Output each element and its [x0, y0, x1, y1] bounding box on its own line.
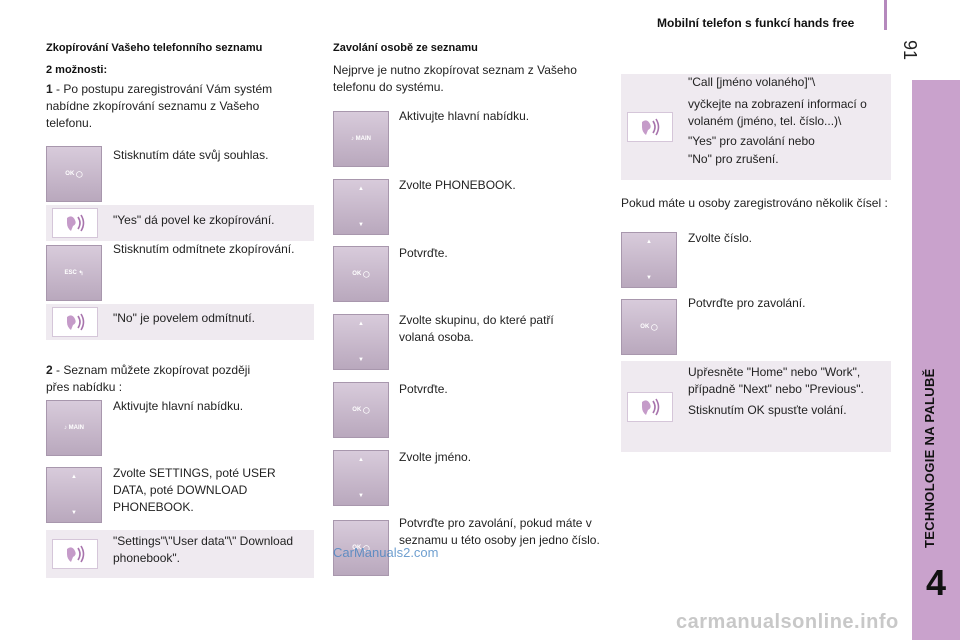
watermark-site: carmanualsonline.info: [676, 611, 899, 633]
step-main-menu: Aktivujte hlavní nabídku.: [113, 399, 244, 413]
header-divider: [884, 0, 887, 30]
ok-label: OK: [352, 545, 362, 551]
left-heading: Zkopírování Vašeho telefonního seznamu: [46, 42, 263, 54]
paragraph-1-text: - Po postupu zaregistrování Vám systém n…: [46, 82, 273, 130]
voice-command-icon: [52, 208, 98, 238]
chapter-sidebar: [912, 80, 960, 640]
voice-command-icon: [52, 539, 98, 569]
updown-button-icon: ▲▼: [333, 179, 389, 235]
ok-button-icon: OK ◯: [333, 520, 389, 576]
updown-button-icon: ▲▼: [333, 450, 389, 506]
ok-label: OK: [352, 271, 362, 277]
main-label: MAIN: [355, 136, 371, 142]
voice-call-line-1: "Call [jméno volaného]"\: [688, 75, 816, 89]
step-settings: Zvolte SETTINGS, poté USER DATA, poté DO…: [113, 466, 276, 514]
multi-number-intro: Pokud máte u osoby zaregistrováno několi…: [621, 196, 888, 210]
ok-label: OK: [640, 324, 650, 330]
ok-button-icon: OK ◯: [621, 299, 677, 355]
up-arrow-icon: ▲: [358, 186, 364, 192]
ok-button-icon: OK ◯: [333, 246, 389, 302]
updown-button-icon: ▲▼: [46, 467, 102, 523]
chapter-title: TECHNOLOGIE NA PALUBĚ: [922, 368, 937, 548]
ok-label: OK: [352, 407, 362, 413]
running-header: Mobilní telefon s funkcí hands free: [657, 16, 855, 30]
ok-label: OK: [65, 171, 75, 177]
paragraph-2-text: - Seznam můžete zkopírovat později přes …: [46, 363, 251, 394]
chapter-number: 4: [925, 562, 947, 603]
up-arrow-icon: ▲: [646, 239, 652, 245]
step-decline: Stisknutím odmítnete zkopírování.: [113, 242, 295, 256]
options-label: 2 možnosti:: [46, 64, 108, 76]
voice-command-icon: [627, 112, 673, 142]
updown-button-icon: ▲▼: [333, 314, 389, 370]
down-arrow-icon: ▼: [71, 510, 77, 516]
up-arrow-icon: ▲: [358, 321, 364, 327]
paragraph-2: 2 - Seznam můžete zkopírovat později pře…: [46, 362, 256, 396]
step-3: Potvrďte.: [399, 246, 448, 260]
main-button-icon: ♪ MAIN: [333, 111, 389, 167]
step-5: Potvrďte.: [399, 382, 448, 396]
up-arrow-icon: ▲: [358, 457, 364, 463]
step-confirm-call: Potvrďte pro zavolání.: [688, 296, 806, 310]
step-4: Zvolte skupinu, do které patří volaná os…: [399, 313, 554, 344]
esc-label: ESC: [64, 270, 77, 276]
step-select-number: Zvolte číslo.: [688, 231, 753, 245]
middle-intro: Nejprve je nutno zkopírovat seznam z Vaš…: [333, 63, 577, 94]
up-arrow-icon: ▲: [71, 474, 77, 480]
middle-heading: Zavolání osobě ze seznamu: [333, 42, 478, 54]
esc-button-icon: ESC ↰: [46, 245, 102, 301]
step-7: Potvrďte pro zavolání, pokud máte v sezn…: [399, 516, 600, 547]
paragraph-2-number: 2: [46, 363, 53, 377]
main-button-icon: ♪ MAIN: [46, 400, 102, 456]
page-number: 91: [900, 40, 920, 61]
step-1: Aktivujte hlavní nabídku.: [399, 109, 530, 123]
paragraph-1-number: 1: [46, 82, 53, 96]
voice-command-icon: [52, 307, 98, 337]
step-accept: Stisknutím dáte svůj souhlas.: [113, 148, 269, 162]
main-label: MAIN: [68, 425, 84, 431]
voice-no-text: "No" je povelem odmítnutí.: [113, 311, 255, 325]
paragraph-1: 1 - Po postupu zaregistrování Vám systém…: [46, 81, 308, 132]
down-arrow-icon: ▼: [646, 275, 652, 281]
voice-settings-text: "Settings"\"User data"\" Download phoneb…: [113, 534, 294, 565]
updown-button-icon: ▲▼: [621, 232, 677, 288]
step-6: Zvolte jméno.: [399, 450, 472, 464]
voice-call-line-4: "No" pro zrušení.: [688, 152, 779, 166]
watermark-link[interactable]: CarManuals2.com: [333, 545, 439, 560]
voice-call-line-2: vyčkejte na zobrazení informací o volané…: [688, 97, 867, 128]
voice-specify-text: Upřesněte "Home" nebo "Work", případně "…: [688, 365, 864, 396]
down-arrow-icon: ▼: [358, 357, 364, 363]
voice-command-icon: [627, 392, 673, 422]
down-arrow-icon: ▼: [358, 493, 364, 499]
ok-button-icon: OK ◯: [46, 146, 102, 202]
down-arrow-icon: ▼: [358, 222, 364, 228]
voice-yes-text: "Yes" dá povel ke zkopírování.: [113, 213, 275, 227]
voice-call-line-3: "Yes" pro zavolání nebo: [688, 134, 815, 148]
voice-ok-text: Stisknutím OK spusťte volání.: [688, 403, 847, 417]
ok-button-icon: OK ◯: [333, 382, 389, 438]
step-2: Zvolte PHONEBOOK.: [399, 178, 516, 192]
